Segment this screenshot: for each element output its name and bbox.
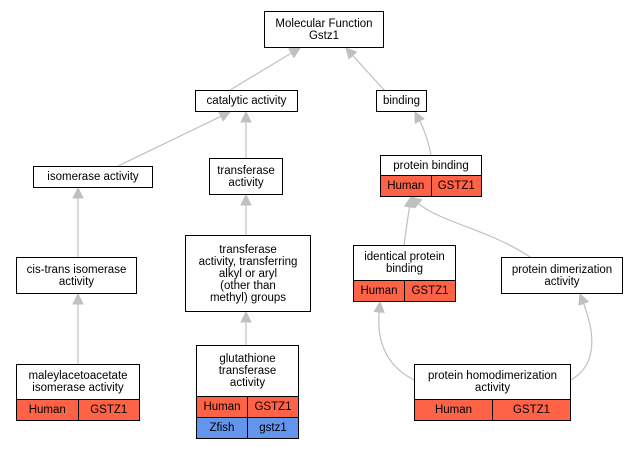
edge-bind-mf — [352, 55, 385, 91]
species-cell[interactable]: Human — [434, 404, 473, 416]
gene-cell[interactable]: GSTZ1 — [247, 397, 298, 417]
edge-homo-ident — [378, 311, 415, 381]
go-term-label: protein homodimerization activity — [427, 370, 558, 394]
go-term-label: glutathione transferase activity — [218, 353, 277, 389]
edge-cat-mf — [229, 52, 292, 91]
go-term-cis[interactable]: cis-trans isomerase activity — [16, 257, 137, 294]
gene-cell[interactable]: GSTZ1 — [77, 400, 140, 420]
go-term-label: protein dimerization activity — [511, 263, 613, 288]
arrowhead-iso-cat — [218, 111, 232, 122]
annotation-row[interactable]: Human GSTZ1 — [354, 280, 455, 301]
annotation-row[interactable]: Zfish gstz1 — [197, 417, 298, 438]
arrowhead-trans-cat — [240, 110, 252, 123]
go-term-cat[interactable]: catalytic activity — [195, 90, 298, 112]
annotation-row[interactable]: Human GSTZ1 — [197, 396, 298, 417]
arrowhead-dimer-pbind — [410, 196, 423, 209]
species-cell[interactable]: Human — [387, 180, 425, 192]
go-term-label: Molecular Function Gstz1 — [275, 17, 373, 42]
arrowhead-bind-mf — [345, 47, 358, 60]
go-term-label: catalytic activity — [206, 95, 287, 107]
go-term-label: protein binding — [393, 159, 469, 172]
species-cell[interactable]: Human — [360, 285, 398, 297]
edge-homo-dimer — [570, 303, 593, 381]
go-term-label: transferase activity — [217, 164, 275, 189]
species-cell[interactable]: Human — [28, 404, 66, 416]
species-cell[interactable]: Human — [203, 401, 241, 413]
go-term-bind[interactable]: binding — [376, 90, 427, 112]
arrowhead-gst-transalk — [240, 310, 252, 323]
arrowhead-homo-dimer — [578, 292, 590, 306]
go-term-transalk[interactable]: transferase activity, transferring alkyl… — [185, 235, 311, 312]
go-term-trans[interactable]: transferase activity — [209, 158, 283, 195]
arrowhead-homo-ident — [373, 300, 385, 313]
go-term-label: binding — [382, 95, 421, 107]
arrowhead-cis-iso — [72, 186, 84, 199]
arrowhead-cat-mf — [288, 47, 301, 59]
edge-dimer-pbind — [418, 203, 531, 258]
edge-iso-cat — [117, 115, 222, 167]
edge-ident-pbind — [403, 206, 411, 246]
go-term-label: maleylacetoacetate isomerase activity — [28, 370, 128, 394]
go-term-label: transferase activity, transferring alkyl… — [198, 243, 298, 304]
annotation-row[interactable]: Human GSTZ1 — [381, 175, 481, 196]
annotation-row[interactable]: Human GSTZ1 — [415, 399, 570, 420]
arrowhead-transalk-trans — [240, 193, 252, 206]
arrowhead-pbind-bind — [414, 111, 426, 124]
go-term-iso[interactable]: isomerase activity — [33, 166, 153, 188]
go-term-label: identical protein binding — [364, 251, 445, 275]
gene-cell[interactable]: gstz1 — [247, 418, 298, 438]
species-cell[interactable]: Zfish — [209, 422, 235, 434]
gene-cell[interactable]: GSTZ1 — [492, 400, 570, 420]
go-term-label: cis-trans isomerase activity — [26, 263, 127, 288]
arrowhead-male-cis — [72, 292, 84, 305]
edge-pbind-bind — [419, 120, 432, 156]
go-term-mf[interactable]: Molecular Function Gstz1 — [264, 11, 384, 48]
annotation-row[interactable]: Human GSTZ1 — [17, 399, 139, 420]
gene-cell[interactable]: GSTZ1 — [404, 281, 455, 301]
go-term-label: isomerase activity — [47, 171, 139, 183]
go-term-dimer[interactable]: protein dimerization activity — [501, 257, 623, 294]
gene-cell[interactable]: GSTZ1 — [430, 176, 482, 196]
